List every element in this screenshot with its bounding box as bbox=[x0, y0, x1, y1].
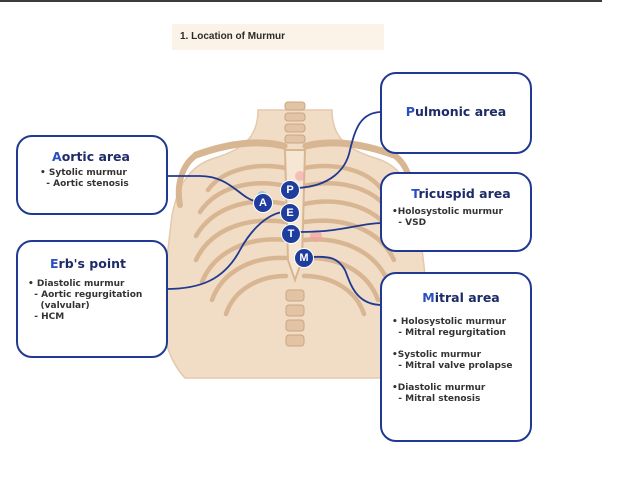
erbs-point-heading: Erb's point bbox=[50, 256, 126, 271]
mitral-area-heading: Mitral area bbox=[422, 290, 500, 305]
erb-note-1: • Diastolic murmur bbox=[28, 279, 125, 289]
mitral-area-box: Mitral area • Holosystolic murmur - Mitr… bbox=[380, 272, 532, 442]
aortic-note-2: - Aortic stenosis bbox=[40, 179, 129, 189]
mitral-area-notes: • Holosystolic murmur - Mitral regurgita… bbox=[392, 317, 530, 405]
mitral-note-5: - Mitral valve prolapse bbox=[392, 361, 513, 371]
pulmonic-area-heading: Pulmonic area bbox=[405, 104, 507, 119]
aortic-area-box: Aortic area • Sytolic murmur - Aortic st… bbox=[16, 135, 168, 215]
marker-pulmonic[interactable]: P bbox=[280, 180, 300, 200]
tricuspid-note-2: - VSD bbox=[392, 218, 427, 228]
pulmonic-area-box: Pulmonic area bbox=[380, 72, 532, 154]
connector-tricuspid bbox=[298, 222, 383, 233]
mitral-note-2: - Mitral regurgitation bbox=[392, 328, 506, 338]
mitral-note-6 bbox=[392, 372, 530, 383]
erb-note-2: - Aortic regurgitation bbox=[28, 290, 143, 300]
marker-mitral[interactable]: M bbox=[294, 248, 314, 268]
tricuspid-note-1: •Holosystolic murmur bbox=[392, 207, 503, 217]
aortic-area-notes: • Sytolic murmur - Aortic stenosis bbox=[40, 168, 166, 190]
mitral-note-7: •Diastolic murmur bbox=[392, 383, 486, 393]
aortic-area-heading: Aortic area bbox=[52, 149, 130, 164]
aortic-note-1: • Sytolic murmur bbox=[40, 168, 127, 178]
erb-note-3: (valvular) bbox=[28, 301, 90, 311]
mitral-highlight bbox=[310, 230, 322, 242]
left-clavicle bbox=[192, 139, 288, 159]
connector-aortic bbox=[168, 175, 256, 202]
connector-mitral bbox=[311, 255, 383, 306]
erbs-point-notes: • Diastolic murmur - Aortic regurgitatio… bbox=[28, 279, 166, 323]
mitral-note-1: • Holosystolic murmur bbox=[392, 317, 507, 327]
erb-note-4: - HCM bbox=[28, 312, 65, 322]
marker-aortic[interactable]: A bbox=[253, 193, 273, 213]
tricuspid-area-box: Tricuspid area •Holosystolic murmur - VS… bbox=[380, 172, 532, 252]
top-rule bbox=[0, 0, 602, 2]
connector-lines bbox=[165, 111, 383, 306]
lower-spine bbox=[285, 289, 305, 347]
mitral-note-3 bbox=[392, 339, 530, 350]
neck-vertebrae bbox=[284, 101, 306, 144]
marker-tricuspid[interactable]: T bbox=[281, 224, 301, 244]
section-title: 1. Location of Murmur bbox=[172, 24, 384, 50]
mitral-note-4: •Systolic murmur bbox=[392, 350, 482, 360]
left-ribs bbox=[193, 163, 289, 317]
connector-erb bbox=[165, 211, 284, 290]
pulmonic-highlight bbox=[295, 171, 305, 181]
connector-pulmonic bbox=[297, 111, 383, 189]
tricuspid-area-heading: Tricuspid area bbox=[411, 186, 511, 201]
erbs-point-box: Erb's point • Diastolic murmur - Aortic … bbox=[16, 240, 168, 358]
right-clavicle bbox=[302, 139, 398, 159]
tricuspid-area-notes: •Holosystolic murmur - VSD bbox=[392, 207, 530, 229]
marker-erb[interactable]: E bbox=[280, 203, 300, 223]
mitral-note-8: - Mitral stenosis bbox=[392, 394, 481, 404]
